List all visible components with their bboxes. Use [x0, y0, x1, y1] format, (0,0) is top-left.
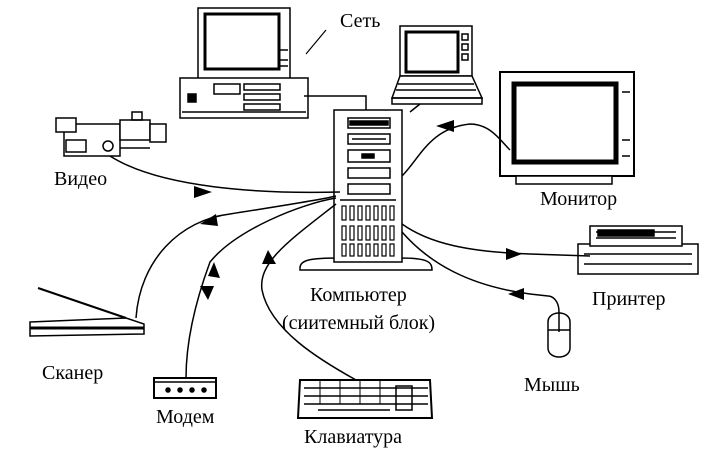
scanner-cable [135, 195, 337, 319]
arrow-modem-down [200, 286, 214, 300]
network-links [304, 29, 421, 113]
network-label: Сеть [340, 10, 381, 32]
keyboard-cable [260, 203, 357, 381]
video-label: Видео [54, 168, 108, 190]
laptop-icon [390, 25, 484, 105]
printer-icon [577, 225, 699, 275]
mouse-icon [547, 295, 571, 358]
printer-cable [401, 223, 591, 257]
computer-sublabel: (сиитемный блок) [282, 312, 436, 334]
modem-cable [185, 197, 337, 379]
mouse-label: Мышь [524, 374, 580, 396]
keyboard-icon [296, 379, 434, 419]
monitor-label: Монитор [540, 188, 618, 210]
monitor-cable [401, 123, 511, 177]
arrow-printer [506, 248, 522, 260]
computer-label: Компьютер [310, 284, 407, 306]
printer-label: Принтер [592, 288, 666, 310]
monitor-icon [499, 71, 635, 185]
arrow-modem-up [208, 262, 220, 278]
arrow-keyboard [262, 250, 276, 264]
modem-label: Модем [156, 406, 215, 428]
arrow-video [194, 186, 212, 198]
arrow-mouse [508, 288, 524, 300]
video-camera-icon [55, 111, 167, 157]
modem-icon [153, 377, 217, 399]
video-cable [109, 155, 341, 194]
desktop-pc-icon [179, 7, 309, 119]
scanner-icon [29, 287, 145, 337]
scanner-label: Сканер [42, 362, 104, 384]
tower-pc-icon [299, 109, 433, 271]
keyboard-label: Клавиатура [304, 426, 403, 448]
arrow-monitor [436, 120, 454, 132]
arrow-scanner-in [200, 214, 218, 226]
arrowheads [194, 120, 524, 300]
